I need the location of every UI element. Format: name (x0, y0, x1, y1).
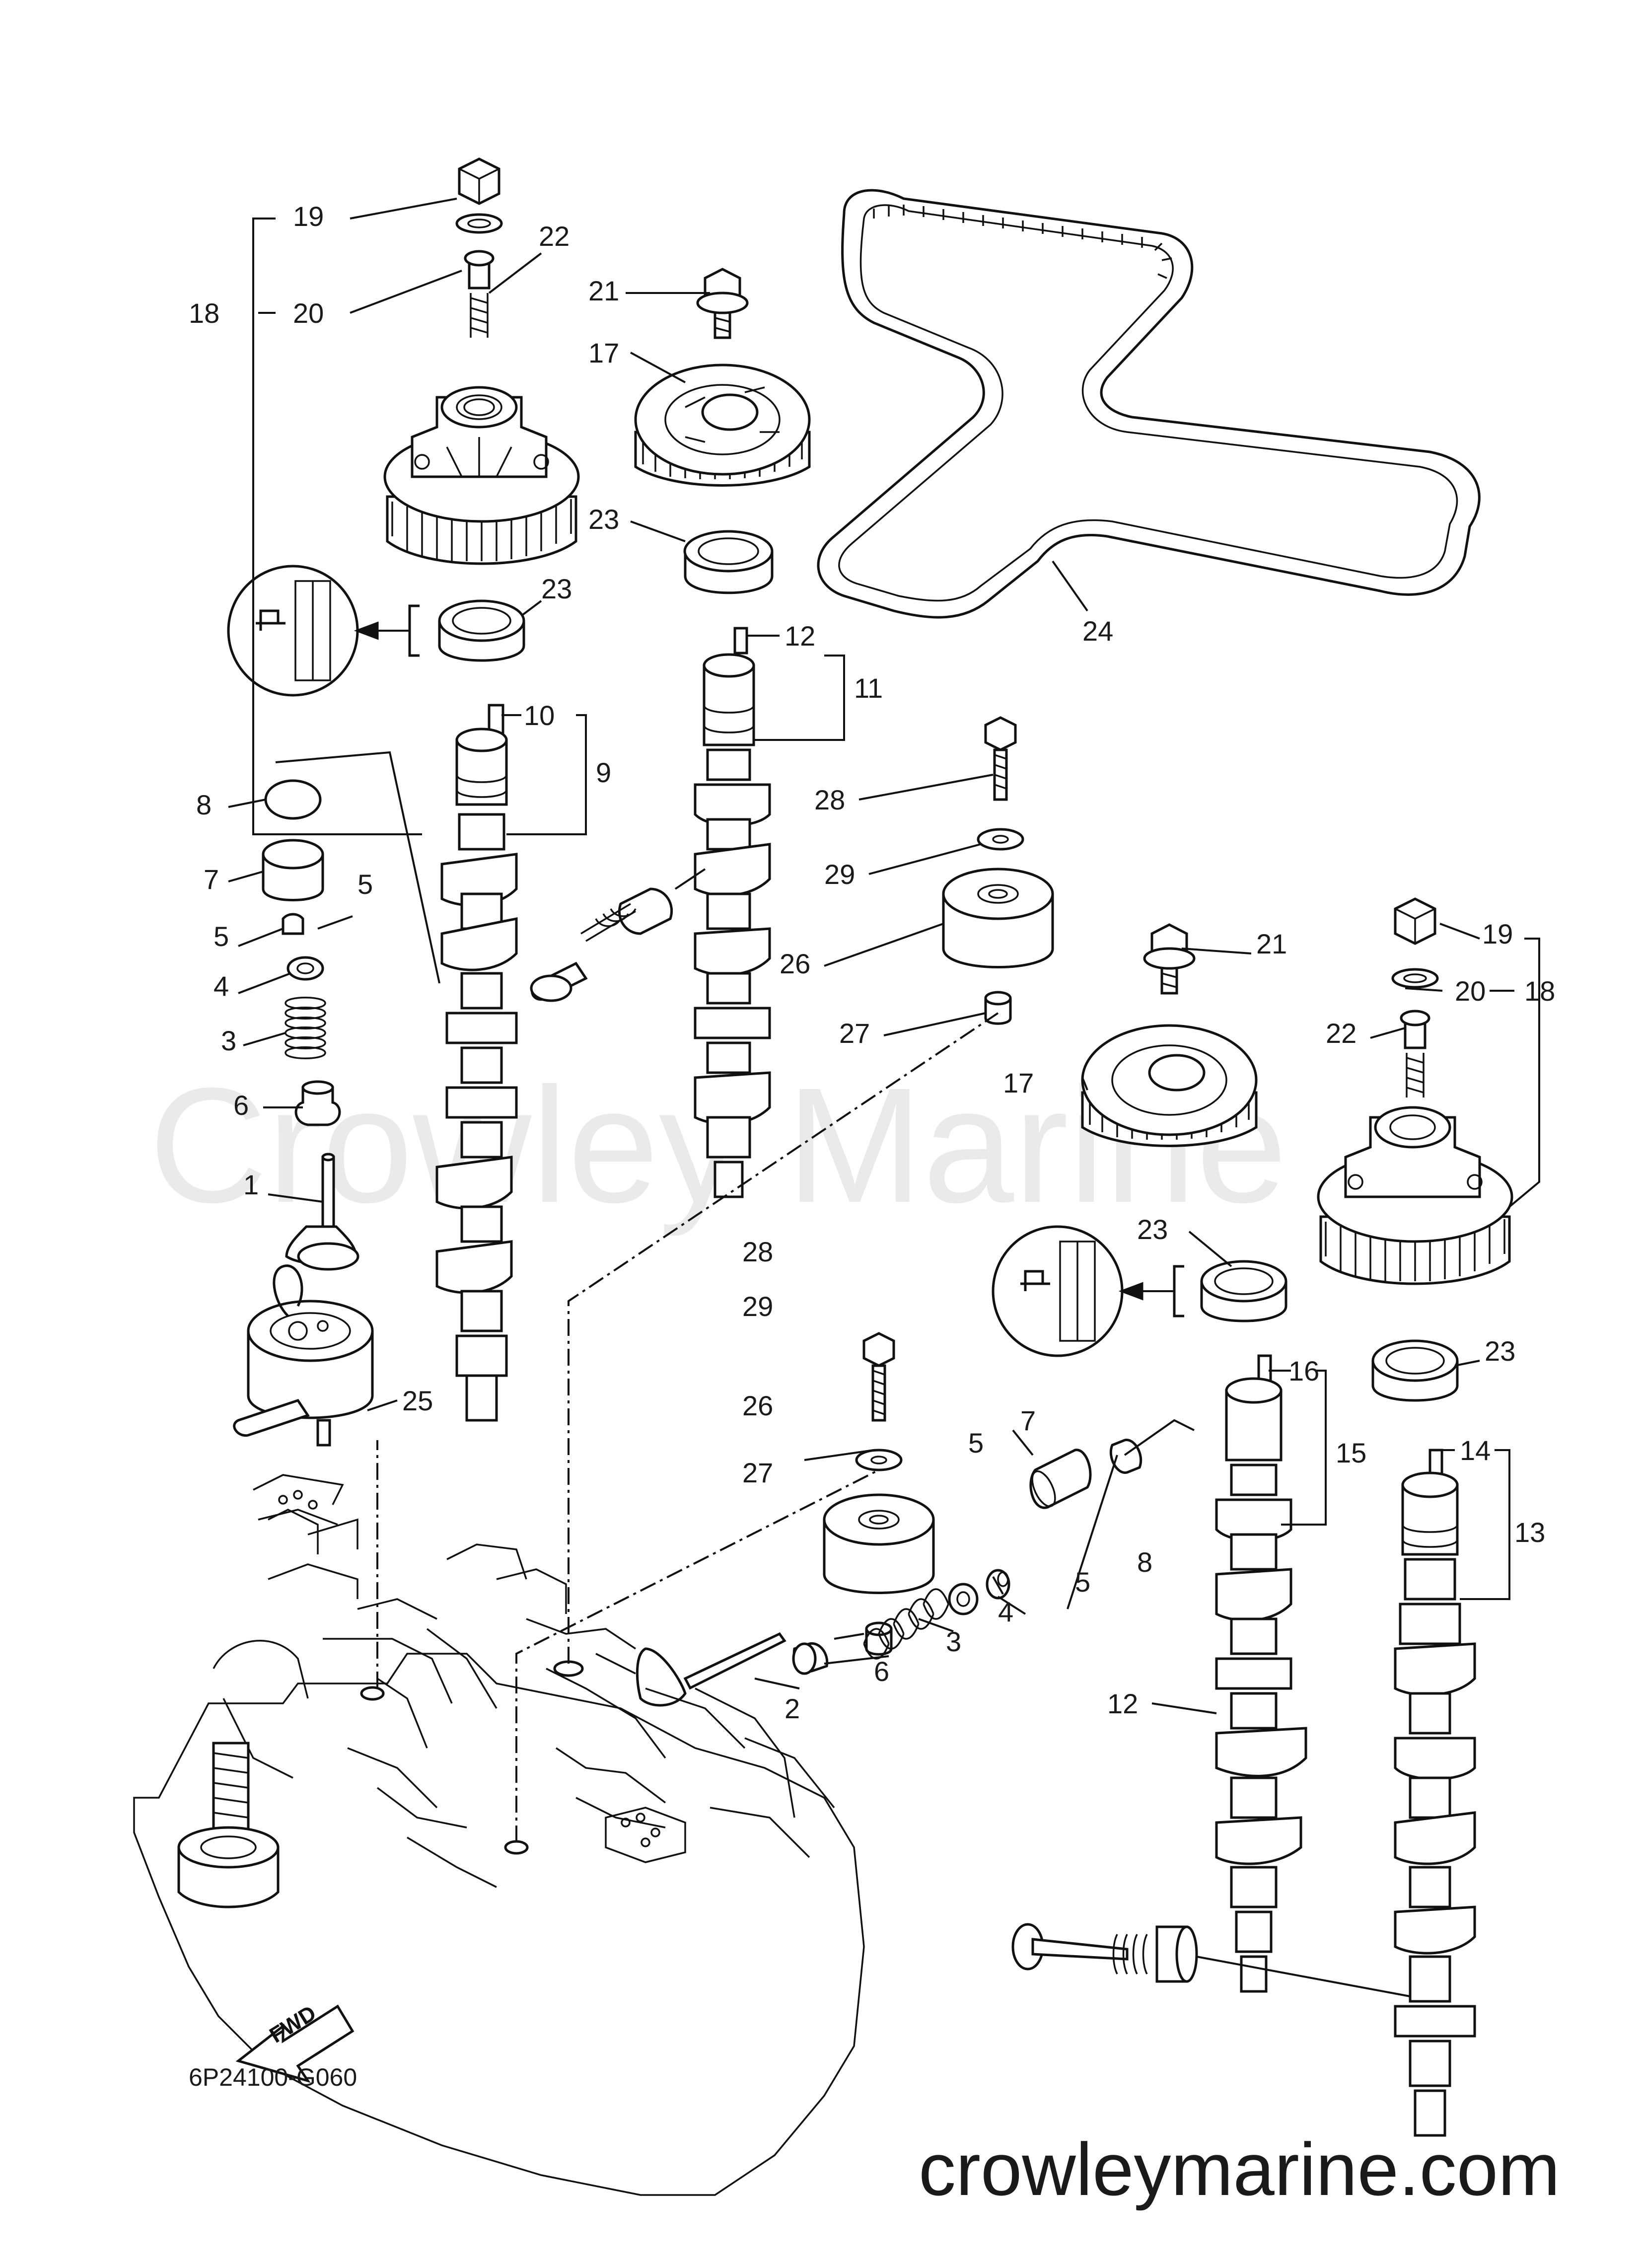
callout-8: 8 (1137, 1546, 1152, 1578)
callout-3: 3 (221, 1025, 236, 1056)
callout-7: 7 (204, 864, 219, 895)
callout-18: 18 (189, 297, 219, 329)
callout-5: 5 (357, 869, 373, 900)
callout-5: 5 (214, 921, 229, 952)
callout-17: 17 (1003, 1067, 1034, 1098)
callout-23: 23 (1137, 1214, 1168, 1245)
callout-20: 20 (293, 297, 324, 329)
callout-13: 13 (1514, 1517, 1545, 1548)
callout-19: 19 (1482, 918, 1513, 950)
callout-10: 10 (524, 700, 555, 731)
callout-28: 28 (814, 784, 845, 815)
vct-sprocket-assembly-left (383, 157, 580, 565)
cam-sprocket-center (634, 268, 811, 487)
inset-detail-right (992, 1225, 1184, 1357)
callout-11: 11 (854, 672, 883, 704)
site-url: crowleymarine.com (919, 2127, 1560, 2211)
inset-detail-left (227, 565, 420, 697)
callout-5: 5 (1075, 1566, 1090, 1598)
callout-25: 25 (402, 1385, 433, 1416)
valve-center-upper (530, 868, 706, 1002)
callout-29: 29 (824, 859, 855, 890)
callout-28: 28 (742, 1236, 773, 1267)
diagram-code: 6P24100-G060 (189, 2063, 357, 2091)
callout-26: 26 (742, 1390, 773, 1421)
callout-2: 2 (785, 1693, 800, 1724)
callout-12: 12 (785, 620, 815, 652)
callout-21: 21 (588, 275, 619, 306)
callout-18: 18 (1524, 975, 1555, 1007)
callout-3: 3 (946, 1626, 961, 1657)
callout-7: 7 (1020, 1405, 1036, 1436)
callout-29: 29 (742, 1291, 773, 1322)
callout-15: 15 (1336, 1437, 1366, 1468)
tensioner-bolt-set-lower (823, 1332, 935, 1656)
callout-23: 23 (1485, 1335, 1515, 1367)
camshaft-left-intake (435, 704, 518, 1422)
cam-sprocket-right (1081, 923, 1258, 1147)
timing-belt (817, 189, 1481, 619)
valve-train-center-lower (636, 1419, 1195, 1707)
camshaft-center-exhaust (694, 627, 771, 1198)
camshaft-right-exhaust (1394, 1449, 1476, 2137)
oil-seal-right-middle (1200, 1260, 1287, 1322)
tensioner-bolt-set-upper (942, 716, 1054, 1025)
oil-seal-center-upper (683, 530, 774, 594)
callout-5: 5 (968, 1427, 984, 1459)
callout-17: 17 (588, 337, 619, 368)
oil-seal-right-lower (1371, 1339, 1459, 1402)
callout-1: 1 (243, 1169, 259, 1200)
callout-22: 22 (1326, 1018, 1356, 1049)
callout-16: 16 (1288, 1355, 1319, 1387)
leader-lines (228, 198, 1540, 1714)
vct-sprocket-assembly-right (1317, 897, 1513, 1285)
callout-6: 6 (874, 1656, 889, 1687)
callout-23: 23 (541, 573, 572, 604)
oil-seal-left-upper (438, 599, 525, 662)
cylinder-head-block (133, 1012, 999, 2196)
callout-4: 4 (214, 970, 229, 1002)
callout-22: 22 (539, 220, 570, 252)
camshaft-right-intake (1215, 1354, 1307, 1993)
valve-train-left (262, 751, 440, 1271)
callout-12: 12 (1107, 1688, 1138, 1719)
callout-27: 27 (742, 1457, 773, 1488)
callout-24: 24 (1082, 615, 1113, 647)
callout-8: 8 (196, 789, 212, 820)
callout-20: 20 (1455, 975, 1486, 1007)
callout-26: 26 (780, 948, 810, 979)
callout-9: 9 (596, 757, 611, 788)
callout-23: 23 (588, 504, 619, 535)
callout-21: 21 (1256, 928, 1287, 959)
callout-4: 4 (998, 1596, 1013, 1627)
callout-27: 27 (839, 1018, 870, 1049)
callouts: 19 22 18 20 21 17 23 23 24 12 11 10 9 8 … (189, 201, 1555, 1724)
valve-right-lower (1011, 1923, 1411, 1997)
callout-14: 14 (1460, 1435, 1491, 1466)
callout-19: 19 (293, 201, 324, 232)
belt-tensioner (233, 1264, 374, 1447)
callout-6: 6 (233, 1090, 249, 1121)
